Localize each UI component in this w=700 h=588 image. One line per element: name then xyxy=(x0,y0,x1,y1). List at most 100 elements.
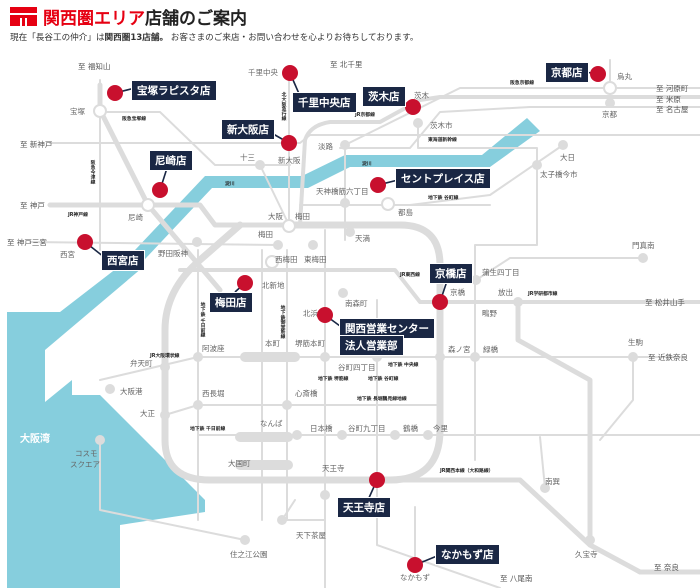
store-senri-chuo[interactable]: 千里中央店 xyxy=(292,92,357,113)
station-label: 茨木市 xyxy=(430,120,453,130)
station-label: なかもず xyxy=(400,572,430,582)
store-marker[interactable] xyxy=(237,275,253,291)
station-dots xyxy=(95,98,648,545)
store-kyoto[interactable]: 京都店 xyxy=(545,62,589,83)
store-umeda[interactable]: 梅田店 xyxy=(209,292,253,313)
store-marker[interactable] xyxy=(107,85,123,101)
station-label: 大阪港 xyxy=(120,386,143,396)
station-label: 生駒 xyxy=(628,337,643,347)
page-header: 関西圏エリア店舗のご案内 xyxy=(10,4,247,29)
store-marker[interactable] xyxy=(317,307,333,323)
destination-label: 至 近鉄奈良 xyxy=(648,352,688,362)
store-marker[interactable] xyxy=(432,294,448,310)
store-ibaraki[interactable]: 茨木店 xyxy=(362,86,406,107)
station-label: 天神橋筋六丁目 xyxy=(316,186,369,196)
store-marker[interactable] xyxy=(369,472,385,488)
station-label: コスモ xyxy=(75,449,98,458)
line-label: 阪急今津線 xyxy=(90,159,96,185)
station-label: 弁天町 xyxy=(130,358,153,368)
store-marker[interactable] xyxy=(405,99,421,115)
station-label: 蒲生四丁目 xyxy=(482,267,520,277)
station-label: 宝塚 xyxy=(70,106,85,116)
store-marker[interactable] xyxy=(407,557,423,573)
destination-label: 至 米原 xyxy=(656,94,681,104)
destination-label: 至 福知山 xyxy=(78,61,110,71)
store-marker[interactable] xyxy=(281,135,297,151)
store-marker[interactable] xyxy=(77,234,93,250)
station-label: 南巽 xyxy=(545,476,560,486)
store-marker[interactable] xyxy=(590,66,606,82)
station-label: 天王寺 xyxy=(322,464,345,473)
destination-label: 至 神戸三宮 xyxy=(7,237,47,247)
station-label: 鴫野 xyxy=(482,308,497,318)
station-labels: 宝塚 西宮 尼崎 十三 新大阪 千里中央 淡路 茨木 茨木市 京都 烏丸 大日 … xyxy=(60,67,655,582)
station-label: 北新地 xyxy=(262,280,285,290)
station-label: 放出 xyxy=(498,287,513,297)
station-label: 森ノ宮 xyxy=(448,344,471,354)
destination-label: 至 松井山手 xyxy=(645,297,685,307)
station-label: 西長堀 xyxy=(202,389,225,398)
destination-label: 至 北千里 xyxy=(330,59,363,69)
line-label: 地下鉄 千日前線 xyxy=(190,425,225,432)
line-label: JR大阪環状線 xyxy=(149,352,180,359)
store-kyobashi[interactable]: 京橋店 xyxy=(429,263,473,284)
store-amagasaki[interactable]: 尼崎店 xyxy=(149,150,193,171)
station-label: 都島 xyxy=(398,207,413,217)
store-shin-osaka[interactable]: 新大阪店 xyxy=(221,119,275,140)
store-marker[interactable] xyxy=(370,177,386,193)
line-label: 阪急京都線 xyxy=(510,79,534,86)
destination-label: 至 神戸 xyxy=(20,200,45,210)
transfer-stations xyxy=(93,81,617,269)
destination-label: 至 八尾南 xyxy=(500,573,533,583)
station-label: 大国町 xyxy=(228,458,251,468)
station-label: 谷町四丁目 xyxy=(338,363,376,372)
store-marker[interactable] xyxy=(282,65,298,81)
bay-label: 大阪湾 xyxy=(20,432,50,445)
water xyxy=(7,118,540,588)
desc-text: お客さまのご来店・お問い合わせを心よりお待ちしております。 xyxy=(168,33,419,43)
desc-text: 現在「長谷工の仲介」は xyxy=(10,33,105,43)
station-label: 本町 xyxy=(265,338,280,348)
line-label: JR東西線 xyxy=(399,271,420,278)
brand-logo-icon xyxy=(10,6,37,26)
station-label: 門真南 xyxy=(632,240,655,250)
station-label: 大正 xyxy=(140,408,155,418)
station-label: 淡路 xyxy=(318,141,333,151)
station-label: 京橋 xyxy=(450,287,465,297)
desc-store-count: 関西圏13店舗。 xyxy=(104,33,169,43)
line-label: 北大阪急行線 xyxy=(281,91,287,122)
station-label: 心斎橋 xyxy=(295,388,318,398)
station-label: 茨木 xyxy=(414,90,429,100)
station-label: 南森町 xyxy=(345,298,368,308)
line-label: 地下鉄 中央線 xyxy=(388,361,419,368)
destinations: 至 福知山 至 新神戸 至 神戸 至 神戸三宮 至 北千里 至 河原町 至 米原… xyxy=(7,59,689,583)
line-label: 地下鉄 堺筋線 xyxy=(318,375,349,382)
line-label: 地下鉄 千日前線 xyxy=(200,301,205,338)
destination-label: 至 河原町 xyxy=(656,84,689,93)
title-guide: 店舗のご案内 xyxy=(145,8,247,29)
store-nishinomiya[interactable]: 西宮店 xyxy=(101,250,145,271)
destination-label: 至 新神戸 xyxy=(20,139,53,149)
station-label: 天満 xyxy=(355,234,370,243)
station-label: 十三 xyxy=(240,152,255,162)
river-label: 淀川 xyxy=(362,160,372,167)
store-saint-place[interactable]: セントプレイス店 xyxy=(395,168,491,189)
line-label: 東海道新幹線 xyxy=(428,136,457,143)
store-marker[interactable] xyxy=(152,182,168,198)
station-label: 北浜 xyxy=(303,308,318,318)
page-description: 現在「長谷工の仲介」は関西圏13店舗。 お客さまのご来店・お問い合わせを心よりお… xyxy=(10,31,418,43)
station-label: 烏丸 xyxy=(617,71,632,81)
station-label: 千里中央 xyxy=(248,67,278,77)
line-label: JR京都線 xyxy=(354,111,375,118)
line-label: JR神戸線 xyxy=(67,211,88,218)
station-label: 天下茶屋 xyxy=(296,530,326,540)
line-label: JR学研都市線 xyxy=(527,290,558,297)
store-dots xyxy=(77,65,606,573)
store-tennoji[interactable]: 天王寺店 xyxy=(337,497,391,518)
river-label: 淀川 xyxy=(225,180,235,187)
store-corporate-sales[interactable]: 法人営業部 xyxy=(339,335,404,356)
store-takarazuka[interactable]: 宝塚ラピスタ店 xyxy=(131,80,217,101)
store-nakamozu[interactable]: なかもず店 xyxy=(435,544,500,565)
title-area: 関西圏エリア xyxy=(43,8,145,29)
